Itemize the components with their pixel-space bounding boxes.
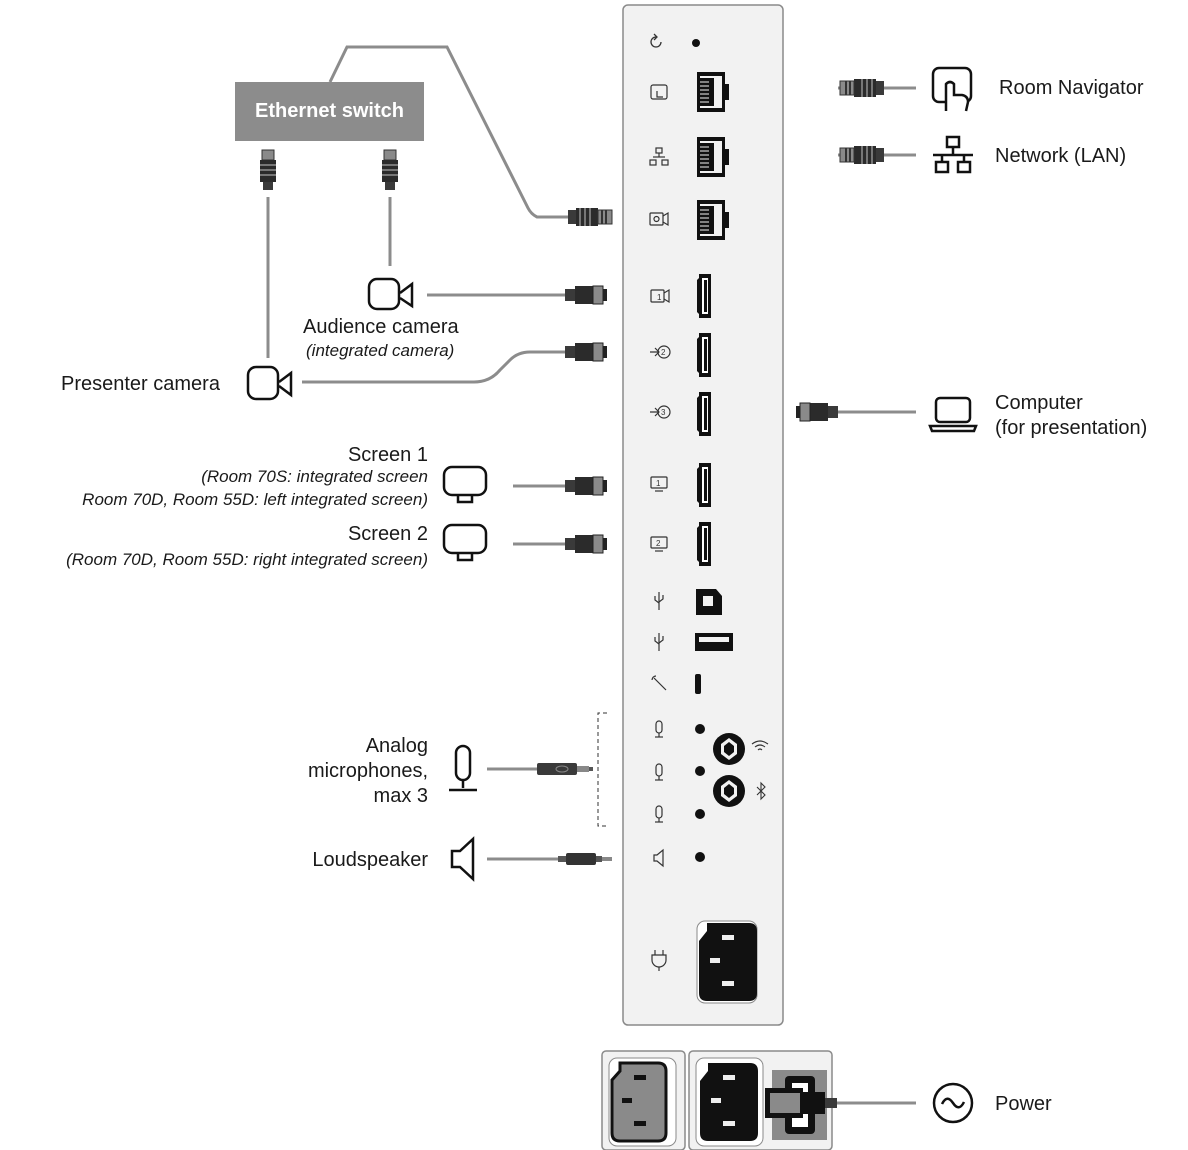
ac-power-icon — [932, 1082, 974, 1124]
network-icon — [649, 147, 669, 166]
wireless-antenna-bluetooth — [713, 775, 745, 807]
codec-panel — [622, 4, 784, 1026]
mic-jack-2 — [695, 766, 705, 776]
hdmi-plug-screen-2 — [564, 534, 608, 554]
cable-switch-to-codec — [328, 45, 568, 219]
screen-1-note-2: Room 70D, Room 55D: left integrated scre… — [82, 490, 428, 509]
computer-sublabel: (for presentation) — [995, 417, 1148, 439]
power-socket-main — [700, 1063, 758, 1141]
network-icon — [933, 135, 973, 174]
input-badge-2: 2 — [661, 348, 666, 357]
screen-badge-1: 1 — [656, 479, 661, 488]
microphones-label-2: microphones, — [307, 760, 428, 782]
computer-label: Computer — [995, 392, 1083, 414]
bluetooth-icon — [756, 781, 766, 801]
speaker-icon — [653, 848, 664, 868]
rj45-plug-camera — [567, 207, 613, 227]
screen-icon — [650, 476, 668, 492]
ethernet-port-lan — [696, 136, 730, 178]
screen-icon — [650, 536, 668, 552]
rj45-plug-switch-left — [259, 149, 277, 191]
microphones-label-3: max 3 — [373, 785, 428, 807]
cables — [266, 45, 916, 1105]
screen-1-label: Screen 1 — [347, 444, 428, 466]
rj45-plug-switch-right — [381, 149, 399, 191]
wireless-antenna-wifi — [713, 733, 745, 765]
reset-button — [692, 39, 700, 47]
mic-jack-3 — [695, 809, 705, 819]
microphone-icon — [449, 744, 477, 792]
video-camera-icon — [367, 277, 414, 311]
room-navigator-label: Room Navigator — [999, 77, 1144, 99]
input-icon — [650, 345, 671, 359]
screen-1-note-1: (Room 70S: integrated screen — [201, 467, 428, 486]
cable-presenter-camera — [302, 350, 567, 384]
camera-input-badge: 1 — [657, 293, 662, 302]
hdmi-port-input-3 — [697, 392, 711, 436]
presenter-camera-label: Presenter camera — [61, 373, 220, 395]
hdmi-plug-computer — [795, 402, 839, 422]
microphones-label-1: Analog — [365, 735, 428, 757]
camera-input-icon — [650, 288, 670, 304]
hdmi-port-camera — [697, 274, 711, 318]
usb-icon — [654, 592, 664, 610]
speaker-jack — [695, 852, 705, 862]
power-cable-plug — [765, 1088, 837, 1118]
speaker-icon — [450, 836, 475, 882]
hdmi-plug-screen-1 — [564, 476, 608, 496]
hdmi-port-input-2 — [697, 333, 711, 377]
power-label: Power — [995, 1093, 1052, 1115]
input-badge-3: 3 — [661, 408, 666, 417]
ethernet-switch: Ethernet switch — [235, 82, 424, 141]
network-label: Network (LAN) — [995, 145, 1127, 167]
audience-camera-note: (integrated camera) — [306, 341, 455, 360]
input-icon — [650, 405, 671, 419]
video-camera-icon — [246, 365, 293, 401]
hdmi-plug-audience — [564, 285, 608, 305]
touch-icon — [650, 84, 668, 100]
power-plug-icon — [651, 950, 667, 971]
wifi-icon — [751, 740, 769, 751]
hdmi-port-screen-1 — [697, 463, 711, 507]
screen-2-note: (Room 70D, Room 55D: right integrated sc… — [66, 550, 428, 569]
camera-control-icon — [649, 211, 669, 227]
microphone-icon — [655, 720, 663, 738]
rj45-plug-navigator — [839, 78, 885, 98]
mic-jack-1 — [695, 724, 705, 734]
monitor-icon — [442, 523, 488, 562]
ethernet-port-navigator — [696, 71, 730, 113]
microphone-icon — [655, 763, 663, 781]
power-socket-secondary — [610, 1061, 668, 1143]
laptop-icon — [928, 396, 978, 433]
touch-icon — [931, 66, 973, 112]
screen-badge-2: 2 — [656, 539, 661, 548]
service-port — [695, 674, 701, 694]
service-icon — [651, 675, 667, 691]
audio-plug-mic — [537, 763, 593, 775]
audience-camera-label: Audience camera — [303, 316, 459, 338]
hdmi-plug-presenter — [564, 342, 608, 362]
usb-icon — [654, 633, 664, 651]
power-socket — [699, 923, 757, 1001]
reset-icon — [650, 33, 662, 48]
rj45-plug-lan — [839, 145, 885, 165]
hdmi-port-screen-2 — [697, 522, 711, 566]
mic-bracket — [597, 712, 607, 827]
audio-plug-speaker — [558, 853, 612, 865]
loudspeaker-label: Loudspeaker — [312, 849, 428, 871]
screen-2-label: Screen 2 — [347, 523, 428, 545]
ethernet-port-camera — [696, 199, 730, 241]
monitor-icon — [442, 465, 488, 504]
microphone-icon — [655, 805, 663, 823]
